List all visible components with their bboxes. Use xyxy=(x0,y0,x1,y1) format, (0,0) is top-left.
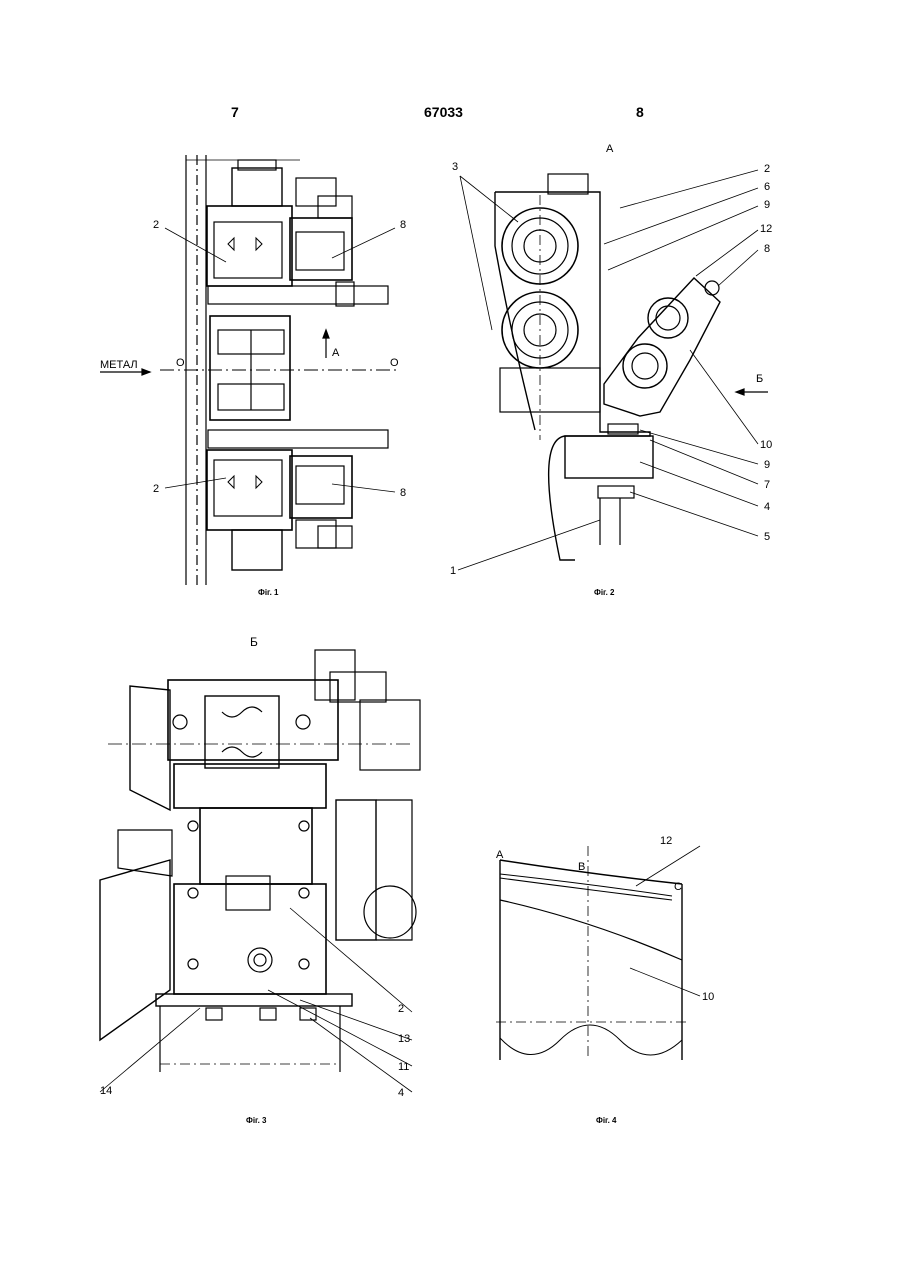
fig2-callout-5: 5 xyxy=(764,531,770,543)
fig3-callout-11: 11 xyxy=(398,1061,409,1073)
fig3-caption: Фіг. 3 xyxy=(246,1116,267,1125)
fig4-point-b: B xyxy=(578,861,585,873)
fig2-view-b-marker: Б xyxy=(756,373,763,385)
fig4-caption: Фіг. 4 xyxy=(596,1116,617,1125)
fig3-callout-2: 2 xyxy=(398,1003,404,1015)
figure-1 xyxy=(100,155,400,585)
fig2-callout-12: 12 xyxy=(760,223,772,235)
figure-4 xyxy=(496,846,700,1060)
fig4-point-a: A xyxy=(496,849,504,861)
figure-2 xyxy=(458,170,768,570)
fig1-callout-8-bottom: 8 xyxy=(400,487,406,499)
fig3-callout-13: 13 xyxy=(398,1033,410,1045)
fig2-callout-10: 10 xyxy=(760,439,772,451)
fig2-view-title: А xyxy=(606,143,614,155)
fig2-callout-6: 6 xyxy=(764,181,770,193)
fig4-callout-10: 10 xyxy=(702,991,714,1003)
fig1-view-a-marker: А xyxy=(332,347,340,359)
fig1-axis-right-label: О xyxy=(390,357,399,369)
fig2-callout-7: 7 xyxy=(764,479,770,491)
fig3-callout-4: 4 xyxy=(398,1087,404,1099)
fig2-callout-9-top: 9 xyxy=(764,199,770,211)
fig1-callout-2-top: 2 xyxy=(153,219,159,231)
fig2-callout-8: 8 xyxy=(764,243,770,255)
fig2-callout-4: 4 xyxy=(764,501,770,513)
fig1-callout-8-top: 8 xyxy=(400,219,406,231)
fig2-callout-9-bottom: 9 xyxy=(764,459,770,471)
fig2-callout-3: 3 xyxy=(452,161,458,173)
fig1-metal-label: МЕТАЛ xyxy=(100,359,138,371)
fig1-callout-2-bottom: 2 xyxy=(153,483,159,495)
fig4-point-c: C xyxy=(674,881,682,893)
fig1-caption: Фіг. 1 xyxy=(258,588,279,597)
fig3-callout-14: 14 xyxy=(100,1085,112,1097)
fig2-callout-1: 1 xyxy=(450,565,456,577)
fig2-caption: Фіг. 2 xyxy=(594,588,615,597)
fig2-callout-2: 2 xyxy=(764,163,770,175)
fig4-callout-12: 12 xyxy=(660,835,672,847)
fig1-axis-left-label: О xyxy=(176,357,185,369)
figure-3 xyxy=(100,650,420,1092)
fig3-view-title: Б xyxy=(250,635,258,649)
